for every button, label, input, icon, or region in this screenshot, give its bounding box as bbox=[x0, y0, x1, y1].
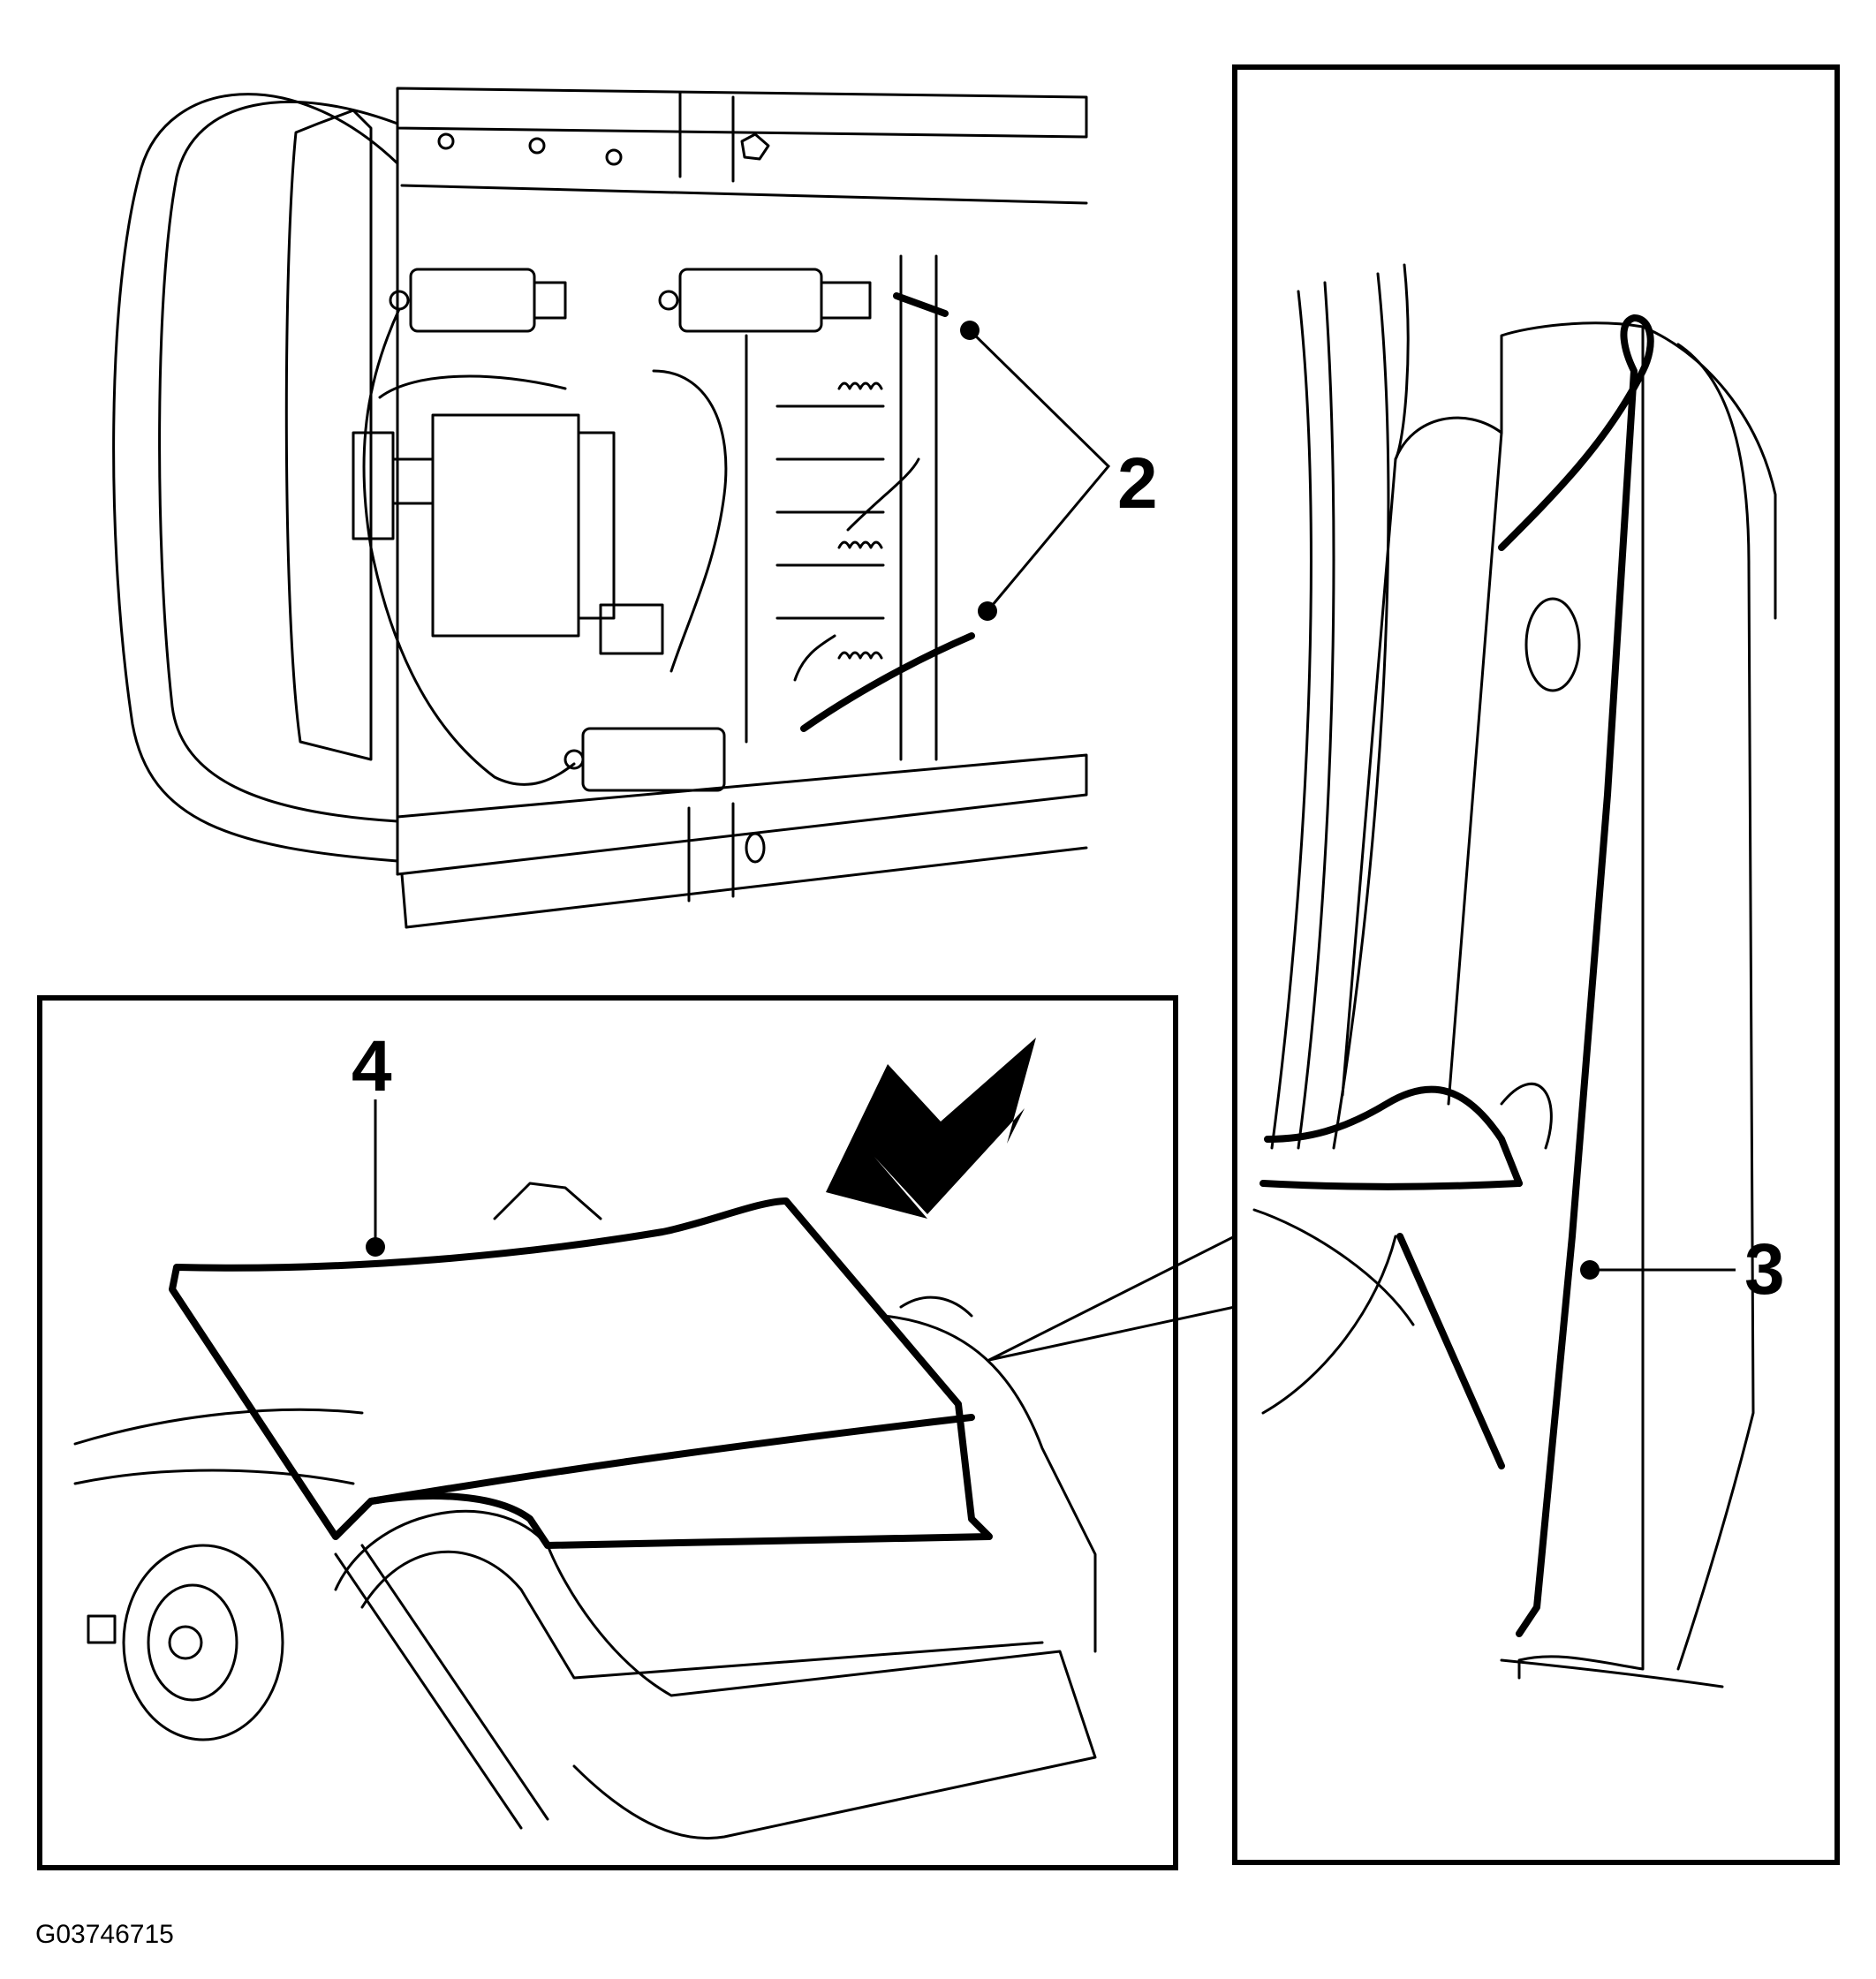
seat-underside-view bbox=[112, 87, 1088, 929]
callout-2-label: 2 bbox=[1117, 443, 1158, 524]
detail-view-bottom bbox=[37, 995, 1237, 1870]
callout-2: 2 bbox=[960, 321, 1158, 621]
callout-4: 4 bbox=[352, 1026, 392, 1257]
direction-arrow-icon bbox=[826, 1038, 1036, 1219]
figure-id: G03746715 bbox=[35, 1920, 174, 1949]
detail-view-right bbox=[1232, 64, 1840, 1865]
callout-3-label: 3 bbox=[1744, 1229, 1785, 1310]
callout-3: 3 bbox=[1580, 1229, 1785, 1310]
callout-4-label: 4 bbox=[352, 1026, 392, 1107]
